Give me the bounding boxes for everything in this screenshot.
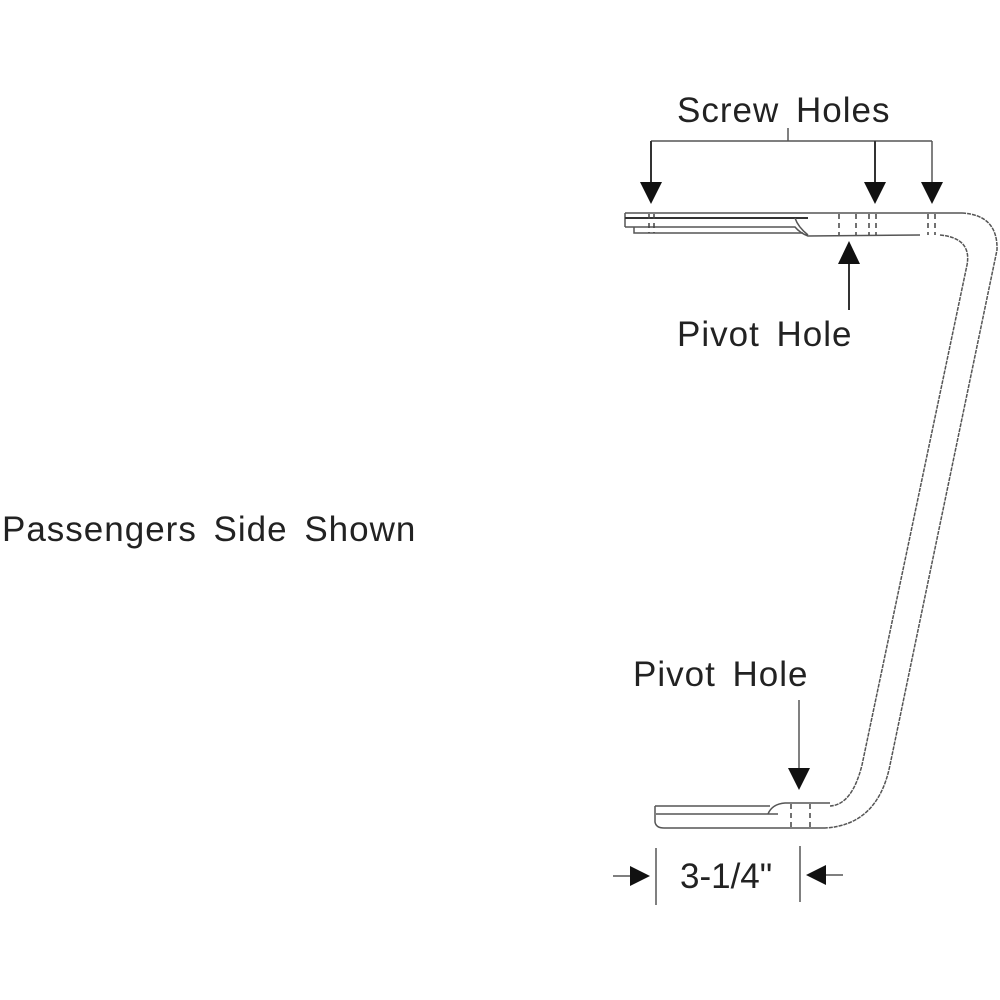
dimension-label: 3-1/4" bbox=[680, 857, 772, 896]
side-shown-label: Passengers Side Shown bbox=[2, 510, 416, 549]
pivot-hole-bottom-label: Pivot Hole bbox=[633, 655, 809, 694]
pivot-hole-top-arrow bbox=[838, 241, 860, 310]
screw-holes-leader bbox=[640, 128, 943, 204]
pivot-hole-top-label: Pivot Hole bbox=[677, 315, 853, 354]
arrow-right-icon bbox=[630, 866, 650, 886]
bracket-shape bbox=[624, 212, 998, 829]
arrow-down-icon bbox=[864, 182, 886, 204]
arrow-down-icon bbox=[788, 768, 810, 790]
screw-holes-label: Screw Holes bbox=[677, 91, 890, 130]
dimension-markers bbox=[613, 846, 843, 905]
pivot-hole-bottom-arrow bbox=[788, 700, 810, 790]
arrow-up-icon bbox=[838, 241, 860, 264]
arrow-down-icon bbox=[640, 182, 662, 204]
arrow-left-icon bbox=[806, 865, 826, 885]
arrow-down-icon bbox=[921, 182, 943, 204]
